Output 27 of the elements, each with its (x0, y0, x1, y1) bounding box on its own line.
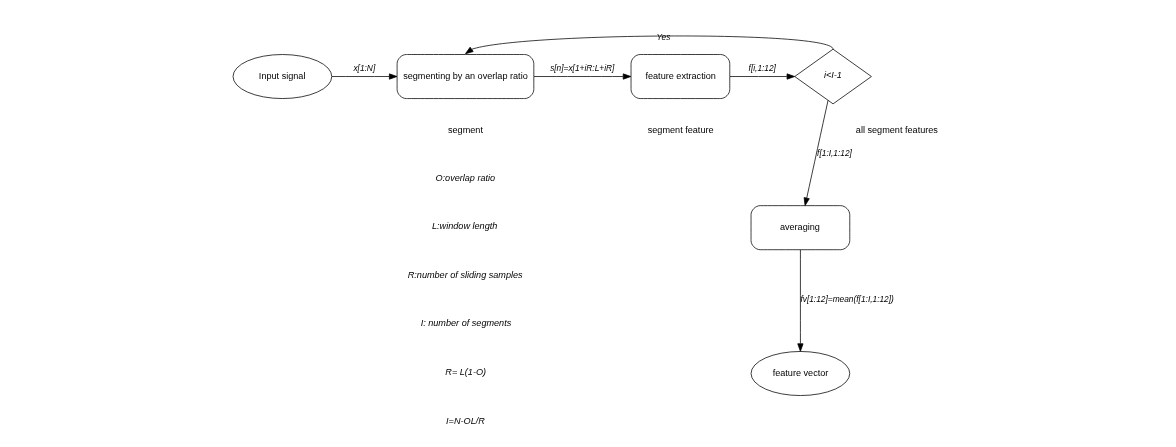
edge-label: f[1:I,1:12] (816, 148, 852, 159)
arrow (331, 73, 397, 80)
node-box: feature extraction (630, 54, 730, 99)
label: all segment features (855, 124, 938, 135)
node-ellipse: feature vector (750, 351, 850, 396)
label: segment (447, 124, 483, 135)
label: O:overlap ratio (434, 172, 495, 183)
arrow (803, 99, 828, 206)
label: R= L(1-O) (444, 367, 486, 378)
label: I=N-OL/R (445, 415, 485, 426)
arrow (464, 35, 833, 55)
node-box: segmenting by an overlap ratio (396, 54, 534, 99)
edge-label: fv[1:12]=mean(f[1:I,1:12]) (799, 293, 894, 304)
node-box: averaging (750, 205, 850, 251)
node-ellipse: Input signal (232, 54, 332, 99)
label: R:number of sliding samples (407, 269, 523, 280)
label: I: number of segments (420, 318, 511, 329)
edge-label: f[i,1:12] (748, 63, 776, 74)
arrow (796, 249, 803, 352)
arrow (729, 73, 795, 80)
edge-label: x[1:N] (352, 63, 375, 74)
label: L:window length (431, 221, 497, 232)
arrow (533, 73, 631, 80)
edge-label: s[n]=x[1+iR:L+iR] (549, 63, 614, 74)
edge-label: Yes (655, 31, 670, 42)
node-diamond: i<I-1 (793, 48, 872, 105)
label: segment feature (647, 124, 714, 135)
